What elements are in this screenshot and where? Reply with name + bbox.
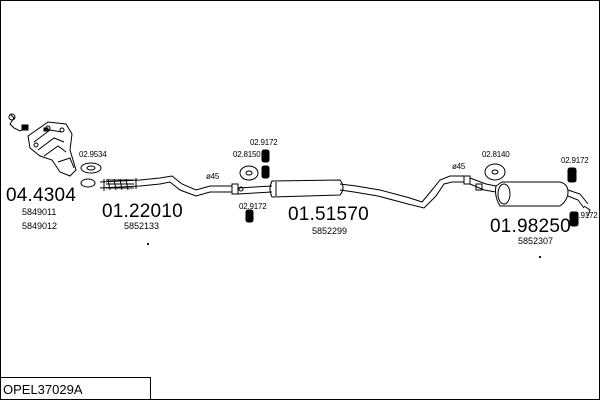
part-ref-rear-silencer: 5852307 (518, 236, 554, 246)
rubber-hanger-b (239, 165, 270, 223)
fitting-mount-f: 02.9172 (570, 211, 598, 220)
lambda-sensor (8, 113, 29, 132)
diameter-label-rear: ø45 (452, 162, 466, 171)
part-ref-front-pipe: 5852133 (124, 221, 160, 231)
diameter-label-front: ø45 (206, 172, 220, 181)
rubber-hanger-d (484, 163, 506, 181)
fitting-mount-a: 02.9172 (250, 138, 278, 147)
rubber-hanger-a (261, 149, 270, 163)
part-ref-manifold-1: 5849011 (22, 207, 57, 217)
fitting-mount-e: 02.9172 (561, 156, 589, 165)
part-ref-middle-silencer: 5852299 (312, 226, 348, 236)
part-number-middle-silencer: 01.51570 (288, 204, 369, 225)
part-number-rear-silencer: 01.98250 (490, 216, 571, 237)
part-ref-manifold-2: 5849012 (22, 221, 58, 231)
fitting-mount-b: 02.8150 (233, 150, 261, 159)
exhaust-manifold (27, 121, 77, 177)
rear-silencer-shape (495, 167, 591, 227)
drawing-code: OPEL37029A (3, 382, 83, 397)
fitting-gasket-a: 02.9534 (79, 150, 107, 159)
intermediate-pipe (210, 183, 244, 195)
part-number-manifold: 04.4304 (6, 185, 77, 206)
part-number-front-pipe: 01.22010 (102, 201, 183, 222)
fitting-mount-d: 02.8140 (482, 150, 510, 159)
rear-pipe (463, 175, 497, 193)
gasket-ring (80, 162, 102, 188)
middle-silencer-shape (237, 175, 464, 209)
front-pipe-shape (99, 175, 211, 197)
fitting-mount-c: 02.9172 (239, 202, 267, 211)
drawing-code-box: OPEL37029A (0, 377, 151, 400)
